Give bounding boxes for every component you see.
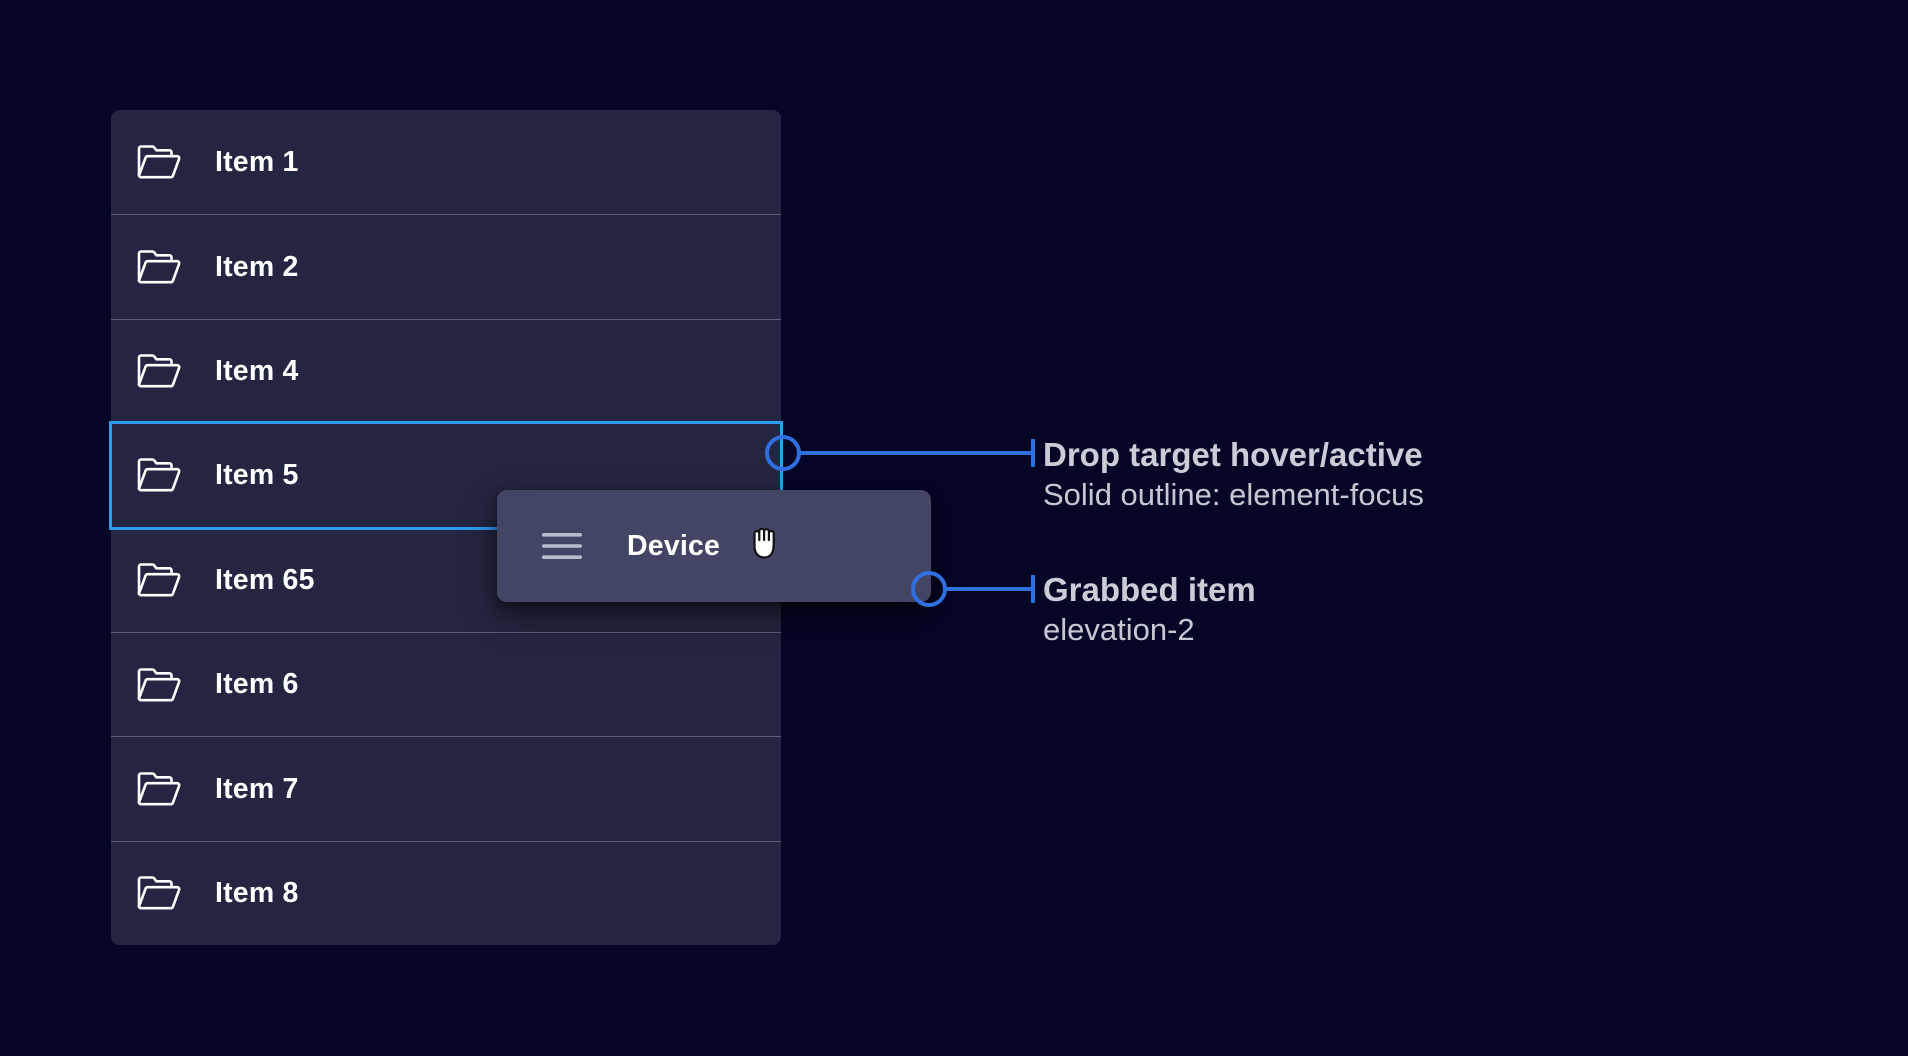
list-item[interactable]: Item 7 [111, 736, 781, 841]
leader-line-drop-target [765, 435, 1035, 471]
list-item-label: Item 65 [215, 563, 315, 596]
list-item-label: Item 6 [215, 668, 299, 701]
folder-open-icon [137, 772, 181, 806]
list-item[interactable]: Item 1 [111, 110, 781, 215]
annotation-drop-target: Drop target hover/active Solid outline: … [1043, 435, 1424, 514]
grabbing-hand-cursor [753, 527, 775, 559]
folder-open-icon [137, 667, 181, 702]
grabbed-item-card[interactable]: Device [497, 490, 931, 602]
list-item-label: Item 1 [215, 145, 299, 178]
folder-open-icon [137, 145, 181, 179]
annotation-grabbed-item: Grabbed item elevation-2 [1043, 570, 1256, 649]
list-item-label: Item 2 [215, 250, 299, 283]
drag-handle-icon[interactable] [541, 531, 583, 561]
list-item[interactable]: Item 2 [111, 214, 781, 319]
leader-line-grabbed-item [911, 571, 1035, 607]
list-item-label: Item 5 [215, 459, 299, 492]
list-item-label: Item 7 [215, 772, 299, 805]
folder-open-icon [137, 562, 181, 597]
list-item[interactable]: Item 4 [111, 318, 781, 424]
list-item[interactable]: Item 6 [111, 631, 781, 737]
folder-open-icon [137, 876, 181, 910]
grabbed-item-label: Device [627, 529, 721, 562]
folder-open-icon [137, 250, 181, 284]
list-item[interactable]: Item 8 [111, 840, 781, 946]
annotation-subtitle: Solid outline: element-focus [1043, 477, 1424, 513]
folder-open-icon [137, 458, 181, 492]
list-item-label: Item 4 [215, 355, 299, 388]
list-item-label: Item 8 [215, 877, 299, 910]
annotation-subtitle: elevation-2 [1043, 612, 1195, 648]
folder-open-icon [137, 354, 181, 388]
annotation-title: Grabbed item [1043, 571, 1256, 608]
annotation-title: Drop target hover/active [1043, 436, 1423, 473]
